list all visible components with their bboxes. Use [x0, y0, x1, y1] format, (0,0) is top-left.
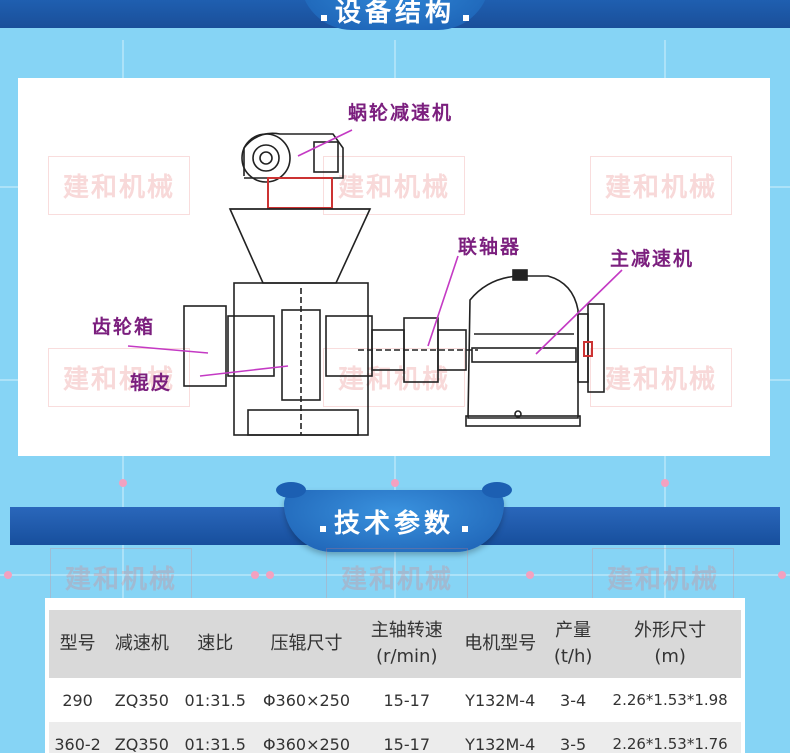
cell: Φ360×250 [252, 722, 361, 753]
specs-table: 型号 减速机 速比 压辊尺寸 主轴转速(r/min) 电机型号 产量(t/h) … [49, 610, 741, 753]
section-badge-structure: 设备结构 [300, 0, 490, 30]
watermark: 建和机械 [50, 548, 193, 607]
label-gearbox: 齿轮箱 [92, 316, 156, 338]
header-model: 型号 [49, 610, 107, 678]
watermark: 建和机械 [590, 348, 733, 407]
cell: 290 [62, 690, 93, 710]
cell: ZQ350 [114, 690, 169, 710]
header-motor-model: 电机型号 [453, 610, 547, 678]
cell: Y132M-4 [465, 690, 536, 710]
section-badge-specs: 技术参数 [276, 482, 512, 552]
label-worm-reducer: 蜗轮减速机 [348, 102, 454, 124]
equipment-diagram-panel: 建和机械 建和机械 建和机械 建和机械 建和机械 建和机械 [18, 78, 770, 456]
table-row: 360-2 ZQ350 01:31.5 Φ360×250 15-17 Y132M… [49, 722, 741, 753]
cell: 3-5 [546, 722, 600, 753]
cell: 01:31.5 [177, 722, 253, 753]
watermark: 建和机械 [48, 348, 191, 407]
cell: 360-2 [49, 722, 107, 753]
cell: 2.26*1.53*1.98 [612, 691, 728, 709]
label-main-reducer: 主减速机 [610, 248, 695, 270]
section-title-specs: 技术参数 [333, 508, 454, 539]
watermark: 建和机械 [48, 156, 191, 215]
label-roller-skin: 辊皮 [130, 372, 173, 394]
cell: 01:31.5 [184, 690, 246, 710]
label-coupling: 联轴器 [458, 236, 522, 258]
table-row: 290 ZQ350 01:31.5 Φ360×250 15-17 Y132M-4… [49, 678, 741, 722]
cell: Φ360×250 [262, 690, 351, 710]
header-spindle-speed: 主轴转速(r/min) [360, 610, 454, 678]
header-ratio: 速比 [177, 610, 253, 678]
table-header-row: 型号 减速机 速比 压辊尺寸 主轴转速(r/min) 电机型号 产量(t/h) … [49, 610, 741, 678]
watermark: 建和机械 [323, 156, 466, 215]
cell: 2.26*1.53*1.76 [599, 722, 741, 753]
header-roller-size: 压辊尺寸 [252, 610, 361, 678]
cell: ZQ350 [106, 722, 178, 753]
specs-panel: 型号 减速机 速比 压辊尺寸 主轴转速(r/min) 电机型号 产量(t/h) … [45, 598, 745, 753]
section-title-structure: 设备结构 [334, 0, 455, 28]
header-output: 产量(t/h) [546, 610, 600, 678]
cell: 15-17 [360, 722, 454, 753]
header-dimensions: 外形尺寸(m) [599, 610, 741, 678]
cell: Y132M-4 [453, 722, 547, 753]
cell: 3-4 [560, 690, 587, 710]
machine-drawing [127, 129, 623, 436]
header-reducer: 减速机 [106, 610, 178, 678]
watermark: 建和机械 [590, 156, 733, 215]
cell: 15-17 [383, 690, 431, 710]
